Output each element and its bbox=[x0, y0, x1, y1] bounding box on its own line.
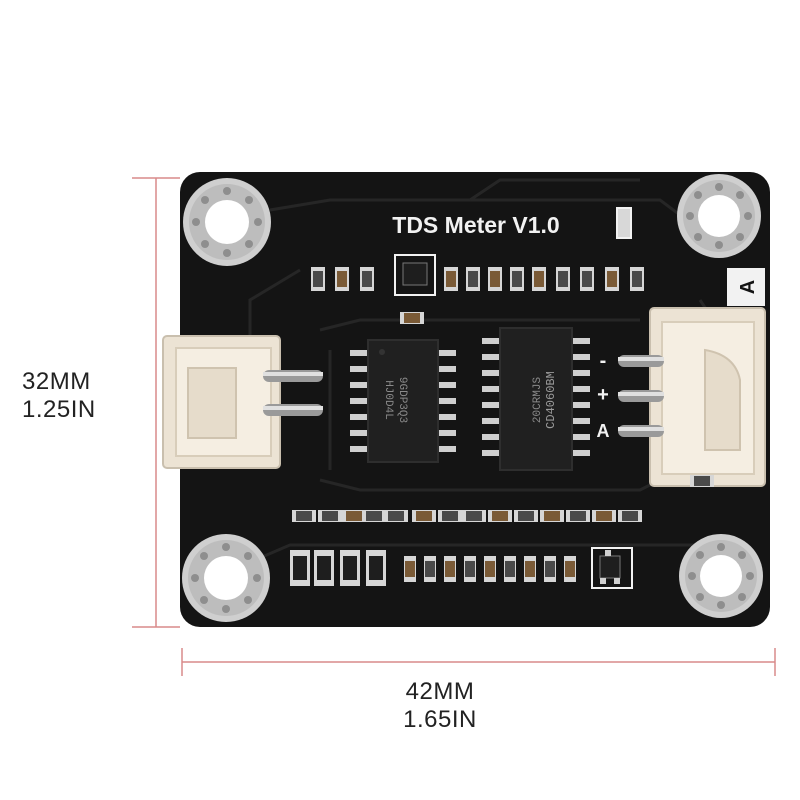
width-mm-text: 42MM bbox=[405, 678, 475, 705]
left-connector bbox=[162, 335, 323, 469]
ic-chip-right bbox=[482, 327, 590, 471]
led-component bbox=[616, 207, 632, 239]
mounting-hole bbox=[183, 178, 271, 266]
label-a-text: A bbox=[737, 280, 759, 294]
height-dimension-line bbox=[132, 177, 180, 628]
pin-label-minus: - bbox=[600, 350, 607, 372]
width-dimension-label: 42MM 1.65IN bbox=[380, 678, 500, 734]
board-title: TDS Meter V1.0 bbox=[392, 212, 559, 238]
pin-label-plus: + bbox=[597, 384, 609, 406]
ic-chip-left bbox=[350, 339, 456, 463]
chip-left-marking-1: 9GDP3Q3 bbox=[396, 377, 408, 423]
mounting-hole bbox=[677, 174, 761, 258]
smd-component-row-bottom bbox=[290, 547, 633, 589]
height-in-text: 1.25IN bbox=[22, 396, 96, 423]
chip-right-marking-1: 20CRMJS bbox=[532, 377, 544, 424]
height-dimension-label: 32MM 1.25IN bbox=[22, 368, 142, 424]
label-a-box bbox=[727, 268, 765, 306]
height-mm-text: 32MM bbox=[22, 368, 91, 395]
smd-component-row-top bbox=[311, 254, 644, 324]
mounting-hole bbox=[679, 534, 763, 618]
width-in-text: 1.65IN bbox=[403, 706, 477, 733]
chip-right-marking-2: CD4060BM bbox=[544, 371, 558, 429]
width-dimension-line bbox=[181, 648, 776, 676]
pin-label-a: A bbox=[597, 421, 610, 441]
mounting-hole bbox=[182, 534, 270, 622]
smd-component-row-middle bbox=[292, 475, 714, 522]
chip-left-marking-2: HJ0D4L bbox=[382, 380, 394, 420]
